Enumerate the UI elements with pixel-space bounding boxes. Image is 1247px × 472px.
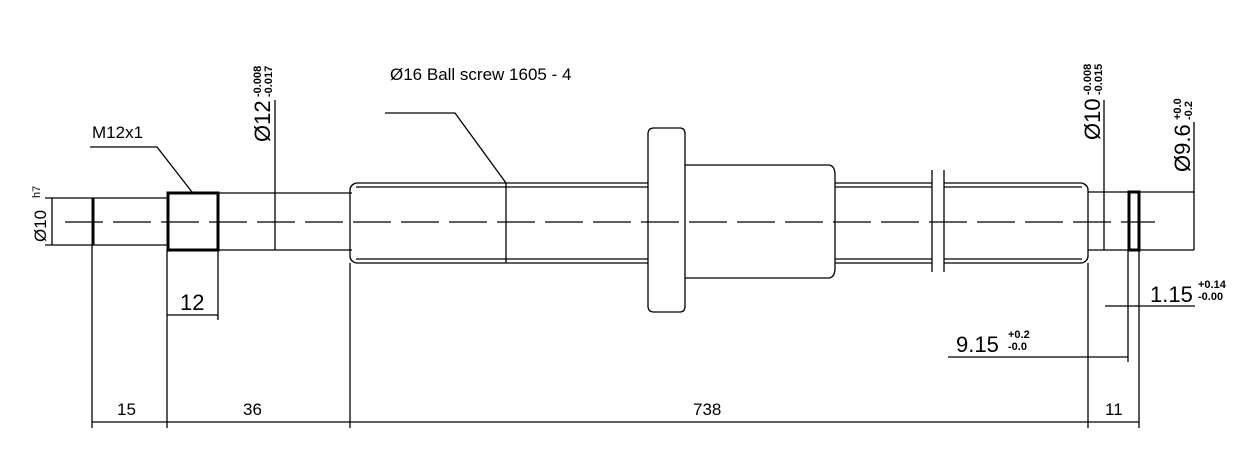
svg-text:+0.14: +0.14	[1198, 279, 1227, 291]
svg-text:Ø10: Ø10	[31, 210, 50, 242]
thread-length-label: 12	[180, 290, 204, 315]
svg-text:+0.0: +0.0	[1172, 98, 1184, 120]
groove-diameter-label: Ø9.6 +0.0 -0.2	[1170, 98, 1195, 172]
right-diameter-label: Ø10 -0.008 -0.015	[1080, 64, 1105, 140]
svg-text:Ø10: Ø10	[1080, 98, 1105, 140]
svg-text:-0.008: -0.008	[1082, 64, 1094, 95]
thread-label: M12x1	[92, 123, 143, 142]
svg-text:Ø12: Ø12	[250, 100, 275, 142]
screw-shaft	[349, 170, 1089, 272]
length-36: 36	[243, 400, 262, 419]
svg-text:h7: h7	[31, 186, 43, 198]
groove-width-label: 1.15 +0.14 -0.00	[1150, 279, 1227, 307]
svg-text:-0.0: -0.0	[1008, 341, 1027, 353]
svg-text:-0.00: -0.00	[1198, 291, 1223, 303]
svg-text:-0.017: -0.017	[263, 66, 275, 97]
svg-text:+0.2: +0.2	[1008, 329, 1030, 341]
thread-leader	[90, 146, 193, 193]
right-journal	[1088, 190, 1194, 252]
length-738: 738	[693, 400, 721, 419]
thread-section	[166, 191, 220, 252]
dimension-lines	[51, 100, 1195, 423]
extension-lines	[45, 197, 1140, 428]
screw-leader	[385, 112, 507, 184]
length-15: 15	[117, 400, 136, 419]
length-11: 11	[1105, 400, 1123, 419]
svg-text:9.15: 9.15	[956, 332, 999, 357]
bearing-diameter-label: Ø12 -0.008 -0.017	[250, 66, 275, 142]
bearing-seat	[218, 192, 352, 251]
svg-text:1.15: 1.15	[1150, 282, 1193, 307]
left-journal	[91, 197, 167, 246]
left-diameter-label: Ø10 h7	[31, 186, 50, 242]
ball-nut	[647, 127, 836, 313]
svg-text:-0.015: -0.015	[1093, 64, 1105, 95]
svg-text:Ø9.6: Ø9.6	[1170, 124, 1195, 172]
drawing-title: Ø16 Ball screw 1605 - 4	[390, 65, 571, 84]
groove-pos-label: 9.15 +0.2 -0.0	[956, 329, 1030, 357]
svg-text:-0.2: -0.2	[1183, 101, 1195, 120]
svg-text:-0.008: -0.008	[252, 66, 264, 97]
